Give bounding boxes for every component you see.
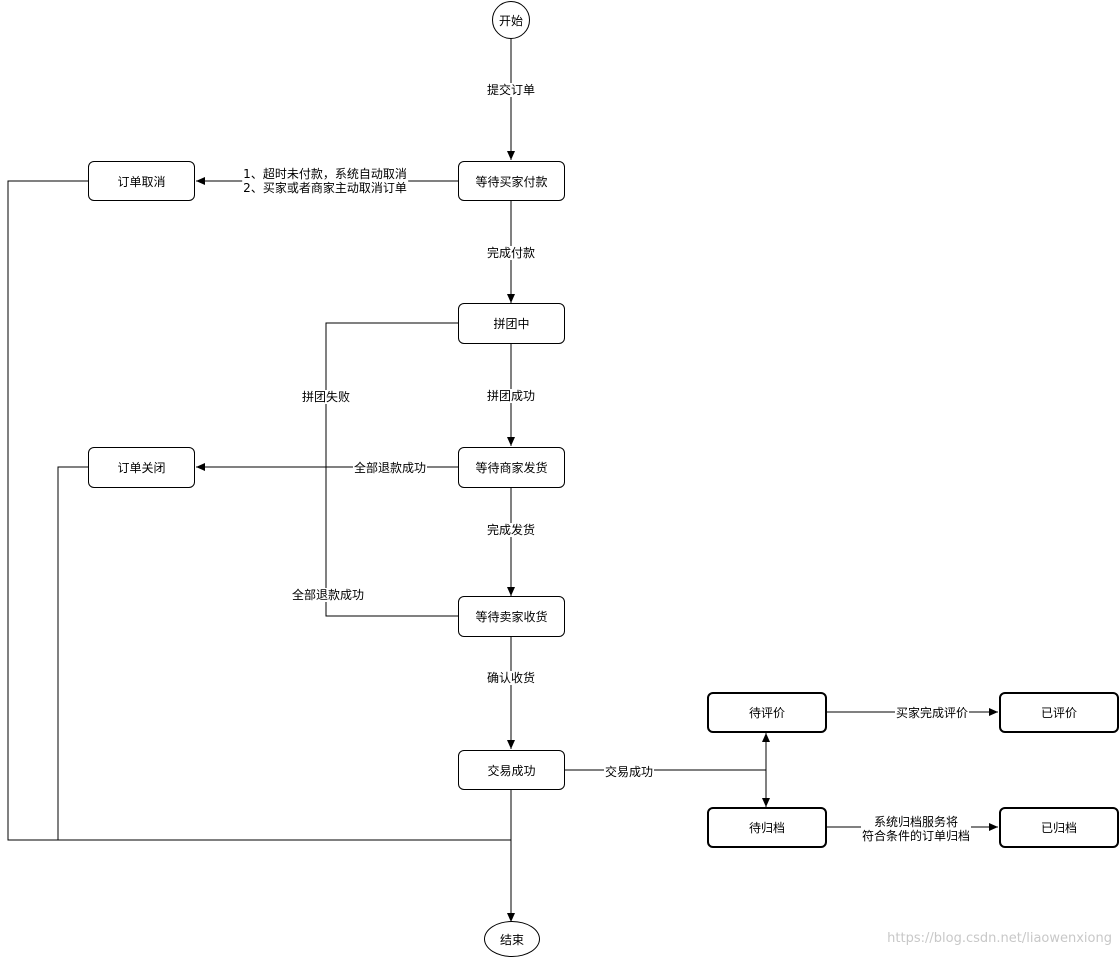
label-archive-line-1: 系统归档服务将 xyxy=(873,815,959,829)
node-wait-receive: 等待卖家收货 xyxy=(458,596,565,637)
label-submit-order: 提交订单 xyxy=(485,83,537,97)
label-cancel-reasons: 1、超时未付款，系统自动取消 2、买家或者商家主动取消订单 xyxy=(242,167,408,195)
label-cancel-reason-1: 1、超时未付款，系统自动取消 xyxy=(243,167,407,181)
label-shipped: 完成发货 xyxy=(485,523,537,537)
label-group-fail: 拼团失败 xyxy=(300,390,352,404)
label-paid: 完成付款 xyxy=(485,246,537,260)
node-end: 结束 xyxy=(484,921,540,957)
node-to-archive: 待归档 xyxy=(707,807,827,848)
node-closed: 订单关闭 xyxy=(88,447,195,488)
label-archive-line-2: 符合条件的订单归档 xyxy=(861,829,971,843)
label-cancel-reason-2: 2、买家或者商家主动取消订单 xyxy=(243,181,407,195)
node-grouping: 拼团中 xyxy=(458,303,565,344)
node-success: 交易成功 xyxy=(458,750,565,790)
label-buyer-review: 买家完成评价 xyxy=(894,706,970,720)
label-archive: 系统归档服务将 符合条件的订单归档 xyxy=(860,815,972,843)
node-reviewed: 已评价 xyxy=(999,692,1119,733)
node-wait-ship: 等待商家发货 xyxy=(458,447,565,488)
edge-group-fail-loop xyxy=(325,322,458,617)
node-to-review: 待评价 xyxy=(707,692,827,733)
label-trade-success: 交易成功 xyxy=(603,765,655,779)
label-refund-all-2: 全部退款成功 xyxy=(290,588,366,602)
node-cancel: 订单取消 xyxy=(88,161,195,201)
watermark: https://blog.csdn.net/liaowenxiong xyxy=(887,931,1112,946)
edge-cancel-to-end xyxy=(7,180,511,841)
label-group-success: 拼团成功 xyxy=(485,389,537,403)
node-wait-pay: 等待买家付款 xyxy=(458,161,565,201)
edge-closed-to-end xyxy=(57,466,88,840)
label-refund-all-1: 全部退款成功 xyxy=(352,461,428,475)
node-start: 开始 xyxy=(492,1,530,39)
label-confirm-receipt: 确认收货 xyxy=(485,671,537,685)
node-archived: 已归档 xyxy=(999,807,1119,848)
